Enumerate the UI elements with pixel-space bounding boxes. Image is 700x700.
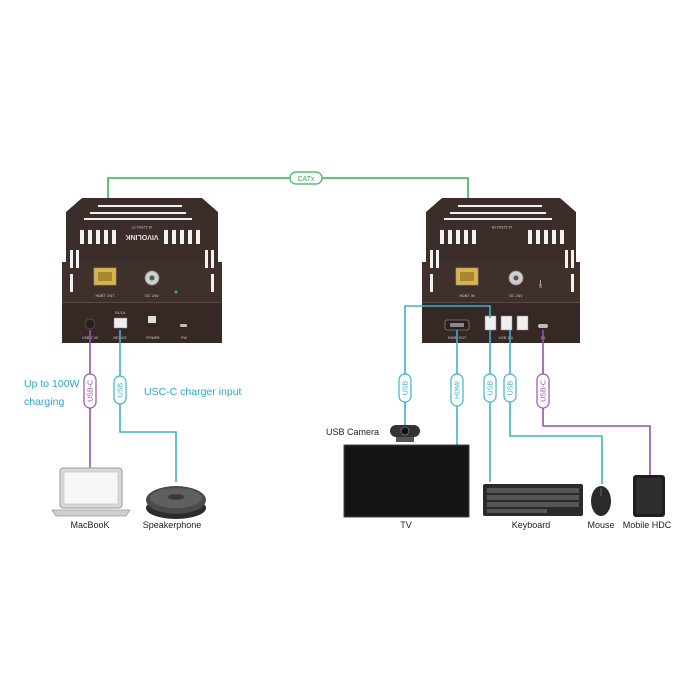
tag-speakerphone-usb: USB	[113, 375, 127, 405]
receiver-usb-port-2	[500, 315, 513, 331]
mouse-usb-cable	[509, 330, 603, 484]
tag-hdd-usbc: USB-C	[536, 373, 550, 409]
keyboard-label: Keyboard	[512, 520, 551, 530]
note-power-line2: charging	[24, 396, 64, 408]
svg-text:USB-C: USB-C	[541, 380, 548, 402]
tv-label: TV	[400, 520, 412, 530]
tag-tv-hdmi: HDMI	[450, 373, 464, 407]
speakerphone-usb-cable	[119, 330, 177, 482]
usb-camera-label: USB Camera	[326, 427, 379, 437]
receiver-usb-port-3	[516, 315, 529, 331]
transmitter-model: VL120027T	[131, 225, 152, 229]
tag-camera-usb: USB	[398, 373, 412, 403]
tv-image	[343, 444, 470, 518]
receiver-dc-jack	[508, 270, 524, 286]
tag-keyboard-usb: USB	[483, 373, 497, 403]
macbook-label: MacBooK	[70, 520, 109, 530]
catx-label: CATx	[298, 176, 315, 183]
transmitter-port-dc: DC 24V	[145, 294, 159, 298]
transmitter-dc-jack	[144, 270, 160, 286]
tag-macbook-usbc: USB-C	[83, 373, 97, 409]
receiver-front-top	[422, 262, 580, 302]
receiver-ground-icon	[539, 280, 542, 288]
keyboard-image	[483, 484, 583, 516]
receiver-usb-port-1	[484, 315, 497, 331]
transmitter-port-fw: FW	[181, 336, 187, 340]
transmitter-device-rating: 5V/1A	[115, 311, 126, 315]
transmitter-usbc-in-port	[84, 318, 96, 330]
receiver-brand: VIVOLINK	[485, 233, 518, 240]
mouse-label: Mouse	[587, 520, 614, 530]
svg-text:USB: USB	[118, 382, 125, 397]
receiver-hdbt-port	[455, 267, 479, 286]
usb-camera-image	[390, 425, 420, 442]
transmitter-power-button	[148, 316, 156, 323]
camera-usb-cable	[404, 305, 491, 425]
hdd-usbc-cable	[542, 330, 651, 476]
receiver-port-usb2: USB 2.0	[499, 336, 514, 340]
transmitter-port-hdbt-out: HDBT OUT	[96, 294, 116, 298]
transmitter-front-top	[62, 262, 222, 302]
receiver-vents	[430, 205, 574, 292]
svg-text:USB: USB	[403, 380, 410, 395]
transmitter-unit: VIVOLINK VL120027T HDBT OUT DC 24V 5V/1A…	[62, 198, 222, 343]
macbook-image	[51, 467, 131, 517]
svg-text:USB: USB	[488, 380, 495, 395]
receiver-port-dc: DC 24V	[509, 294, 523, 298]
transmitter-device-port	[113, 317, 128, 329]
receiver-hdmi-out-port	[444, 319, 470, 331]
transmitter-hdbt-port	[93, 267, 117, 286]
speakerphone-image	[146, 486, 206, 519]
catx-tag	[289, 171, 323, 185]
svg-text:HDMI: HDMI	[455, 381, 462, 399]
svg-text:USB: USB	[508, 380, 515, 395]
receiver-unit: VL120027R VIVOLINK HDBT IN DC 24V HDMI O…	[422, 198, 580, 343]
transmitter-port-power: POWER	[146, 336, 160, 340]
mobile-hdd-image	[633, 475, 665, 517]
mobile-hdd-label: Mobile HDC	[623, 520, 672, 530]
tag-mouse-usb: USB	[503, 373, 517, 403]
svg-text:USB-C: USB-C	[88, 380, 95, 402]
receiver-model: VL120027R	[491, 225, 512, 229]
transmitter-vents	[70, 205, 214, 292]
speakerphone-label: Speakerphone	[143, 520, 202, 530]
transmitter-fw-port	[180, 324, 187, 327]
transmitter-brand: VIVOLINK	[125, 233, 158, 240]
note-charger: USC-C charger input	[144, 386, 242, 398]
receiver-usbc-port	[538, 324, 548, 328]
mouse-image	[591, 486, 611, 516]
receiver-port-hdbt-in: HDBT IN	[459, 294, 474, 298]
note-power-line1: Up to 100W	[24, 378, 80, 390]
transmitter-led	[174, 290, 178, 294]
